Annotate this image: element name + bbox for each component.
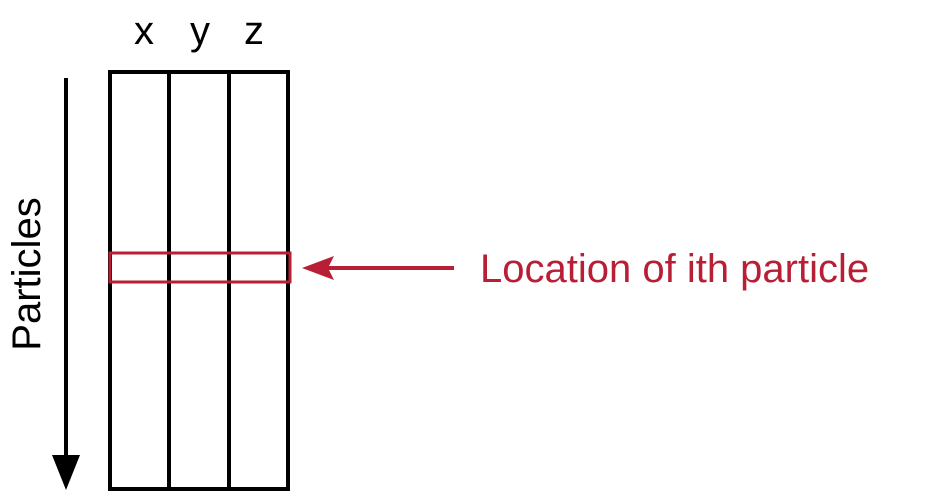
column-label-z: z bbox=[244, 9, 264, 53]
callout-arrow bbox=[302, 256, 454, 280]
callout-label: Location of ith particle bbox=[480, 247, 869, 291]
column-label-x: x bbox=[134, 9, 154, 53]
column-label-y: y bbox=[190, 9, 210, 53]
highlighted-particle-row bbox=[108, 251, 292, 284]
particles-axis-label: Particles bbox=[5, 197, 49, 350]
particles-axis-arrow bbox=[52, 78, 80, 490]
